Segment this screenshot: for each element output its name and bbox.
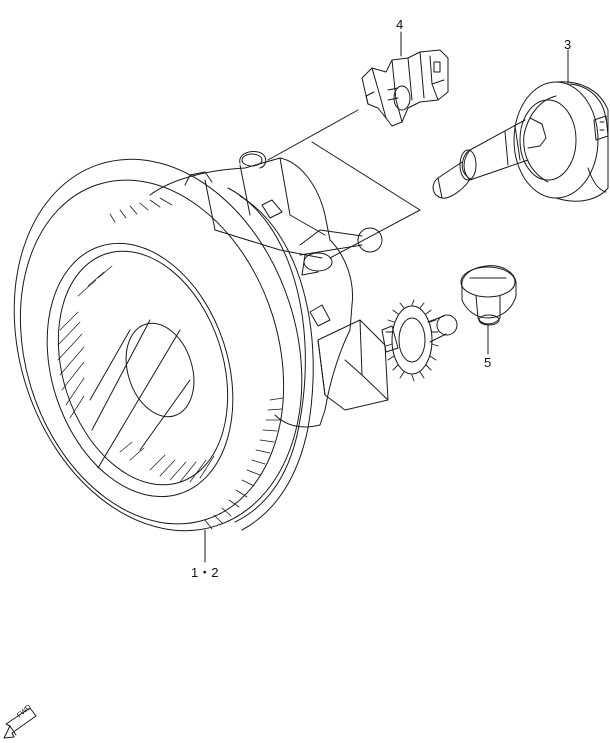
part-5-bulb xyxy=(460,265,517,326)
callout-part-4: 4 xyxy=(396,17,404,32)
callout-part-5: 5 xyxy=(484,355,492,370)
part-4-socket xyxy=(361,49,449,127)
callout-part-3: 3 xyxy=(564,37,572,52)
exploded-guide-lines xyxy=(267,109,421,259)
part-3-bulb xyxy=(432,81,609,202)
forward-arrow-icon xyxy=(3,707,37,739)
adjuster-gear xyxy=(381,299,458,382)
callout-part-1-2: 1・2 xyxy=(191,565,219,580)
fog-lamp-assembly xyxy=(13,151,389,532)
